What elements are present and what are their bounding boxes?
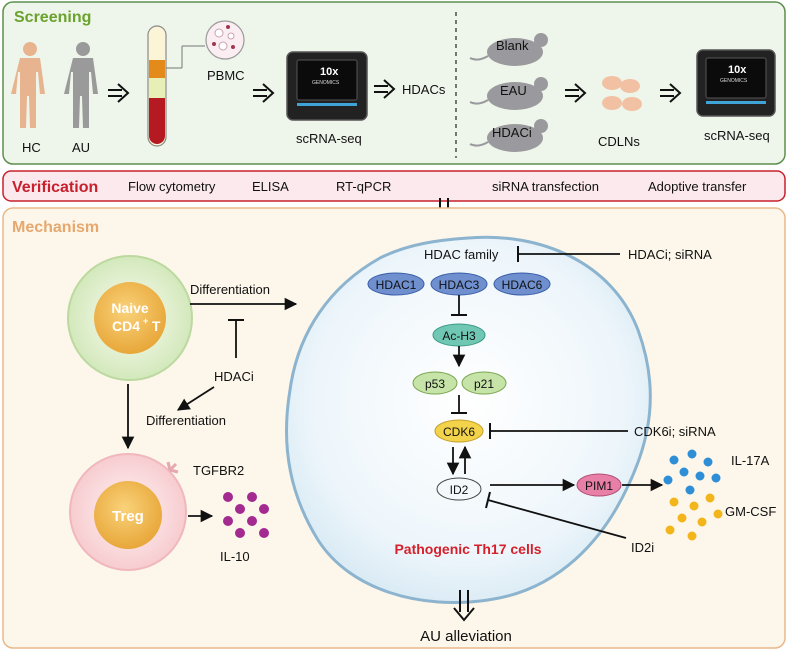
- sequencer-device-icon-2: 10x GENOMICS: [696, 49, 776, 117]
- seq-label-1: scRNA-seq: [296, 131, 362, 146]
- id2i-inhibit-bar: [485, 491, 491, 509]
- screening-panel-bg: [2, 1, 786, 165]
- hc-label: HC: [22, 140, 41, 155]
- device-sub-2: GENOMICS: [720, 78, 748, 84]
- hdaci-to-treg-arrow: [176, 386, 215, 411]
- id2i-inhibit-line: [487, 499, 627, 539]
- hdac6-node: HDAC6: [493, 272, 551, 296]
- pim1-node: PIM1: [576, 473, 622, 497]
- tgfbr2-receptor-icon: [166, 461, 179, 474]
- hdaci-sirna-label: HDACi; siRNA: [628, 247, 712, 262]
- mouse-blank-icon: [469, 33, 548, 66]
- sequencer-device-icon-1: 10x GENOMICS: [286, 51, 368, 121]
- human-au-icon: [64, 42, 98, 128]
- hdac3-label: HDAC3: [439, 278, 480, 292]
- il17a-label: IL-17A: [731, 453, 770, 468]
- hdac1-label: HDAC1: [376, 278, 417, 292]
- cell-label: Pathogenic Th17 cells: [394, 541, 541, 557]
- au-label: AU: [72, 140, 90, 155]
- treg-cell: Treg: [69, 453, 187, 571]
- outcome-label: AU alleviation: [420, 628, 512, 645]
- hollow-arrow-4: [565, 83, 587, 103]
- blood-tube-icon: [147, 25, 205, 147]
- human-hc-icon: [11, 42, 45, 128]
- naive-label-t: T: [148, 318, 161, 334]
- gmcsf-particles: [665, 493, 723, 541]
- mouse-hdaci-icon: [469, 119, 548, 152]
- hollow-arrow-1: [108, 83, 130, 103]
- lymph-nodes-icon: [602, 76, 642, 111]
- verification-item-rtqpcr: RT-qPCR: [336, 179, 391, 194]
- tgfbr2-label: TGFBR2: [193, 463, 244, 478]
- treg-label: Treg: [112, 508, 144, 525]
- verification-item-elisa: ELISA: [252, 179, 289, 194]
- ac-h3-node: Ac-H3: [432, 323, 486, 347]
- hdac1-node: HDAC1: [367, 272, 425, 296]
- gmcsf-label: GM-CSF: [725, 504, 776, 519]
- device-brand-2: 10x: [728, 64, 747, 76]
- th17-cell-body: [284, 235, 652, 604]
- naive-label-line2: CD4: [112, 318, 140, 334]
- cdlns-label: CDLNs: [598, 134, 640, 149]
- id2-label: ID2: [450, 483, 469, 497]
- hollow-arrow-2: [253, 83, 275, 103]
- verification-item-sirna: siRNA transfection: [492, 179, 599, 194]
- il10-particles: [223, 492, 269, 538]
- hollow-arrow-5: [660, 83, 682, 103]
- seq-label-2: scRNA-seq: [704, 128, 770, 143]
- cdk6i-sirna-label: CDK6i; siRNA: [634, 424, 716, 439]
- verification-panel: Verification Flow cytometry ELISA RT-qPC…: [2, 170, 786, 202]
- mouse-label-hdaci: HDACi: [492, 125, 532, 140]
- naive-cd4-t-cell: Naive CD4 + T: [67, 255, 193, 381]
- device-brand-1: 10x: [320, 66, 339, 78]
- naive-label-line1: Naive: [111, 300, 149, 316]
- pbmc-label: PBMC: [207, 68, 245, 83]
- verification-panel-bg: [2, 170, 786, 202]
- mechanism-title: Mechanism: [12, 219, 99, 236]
- hdacs-label: HDACs: [402, 82, 446, 97]
- cdk6-label: CDK6: [443, 425, 475, 439]
- hdaci-center-label: HDACi: [214, 369, 254, 384]
- p53-node: p53: [412, 371, 458, 395]
- differentiation-top-label: Differentiation: [190, 282, 270, 297]
- device-sub-1: GENOMICS: [312, 80, 340, 86]
- verification-item-adoptive: Adoptive transfer: [648, 179, 747, 194]
- p21-node: p21: [461, 371, 507, 395]
- id2-node: ID2: [436, 477, 482, 501]
- hollow-down-arrow-bottom: [453, 590, 475, 622]
- ac-h3-label: Ac-H3: [442, 329, 476, 343]
- screening-title: Screening: [14, 9, 91, 26]
- mechanism-panel: Mechanism Naive CD4 + T Differentiation …: [2, 207, 786, 649]
- hdac3-node: HDAC3: [430, 272, 488, 296]
- mouse-eau-icon: [469, 77, 548, 110]
- hollow-arrow-3: [374, 79, 396, 99]
- mouse-label-eau: EAU: [500, 83, 527, 98]
- naive-label-sup: +: [143, 316, 148, 326]
- il10-label: IL-10: [220, 549, 250, 564]
- p21-label: p21: [474, 377, 494, 391]
- pbmc-dish-icon: [205, 20, 245, 60]
- p53-label: p53: [425, 377, 445, 391]
- hdac-family-label: HDAC family: [424, 247, 499, 262]
- id2i-label: ID2i: [631, 540, 654, 555]
- cdk6-node: CDK6: [434, 419, 484, 443]
- il17a-particles: [663, 449, 721, 495]
- screening-panel: Screening HC AU: [2, 1, 786, 165]
- pim1-label: PIM1: [585, 479, 613, 493]
- mouse-label-blank: Blank: [496, 38, 529, 53]
- differentiation-bottom-label: Differentiation: [146, 413, 226, 428]
- verification-title: Verification: [12, 179, 98, 196]
- verification-item-flow: Flow cytometry: [128, 179, 216, 194]
- hdac6-label: HDAC6: [502, 278, 543, 292]
